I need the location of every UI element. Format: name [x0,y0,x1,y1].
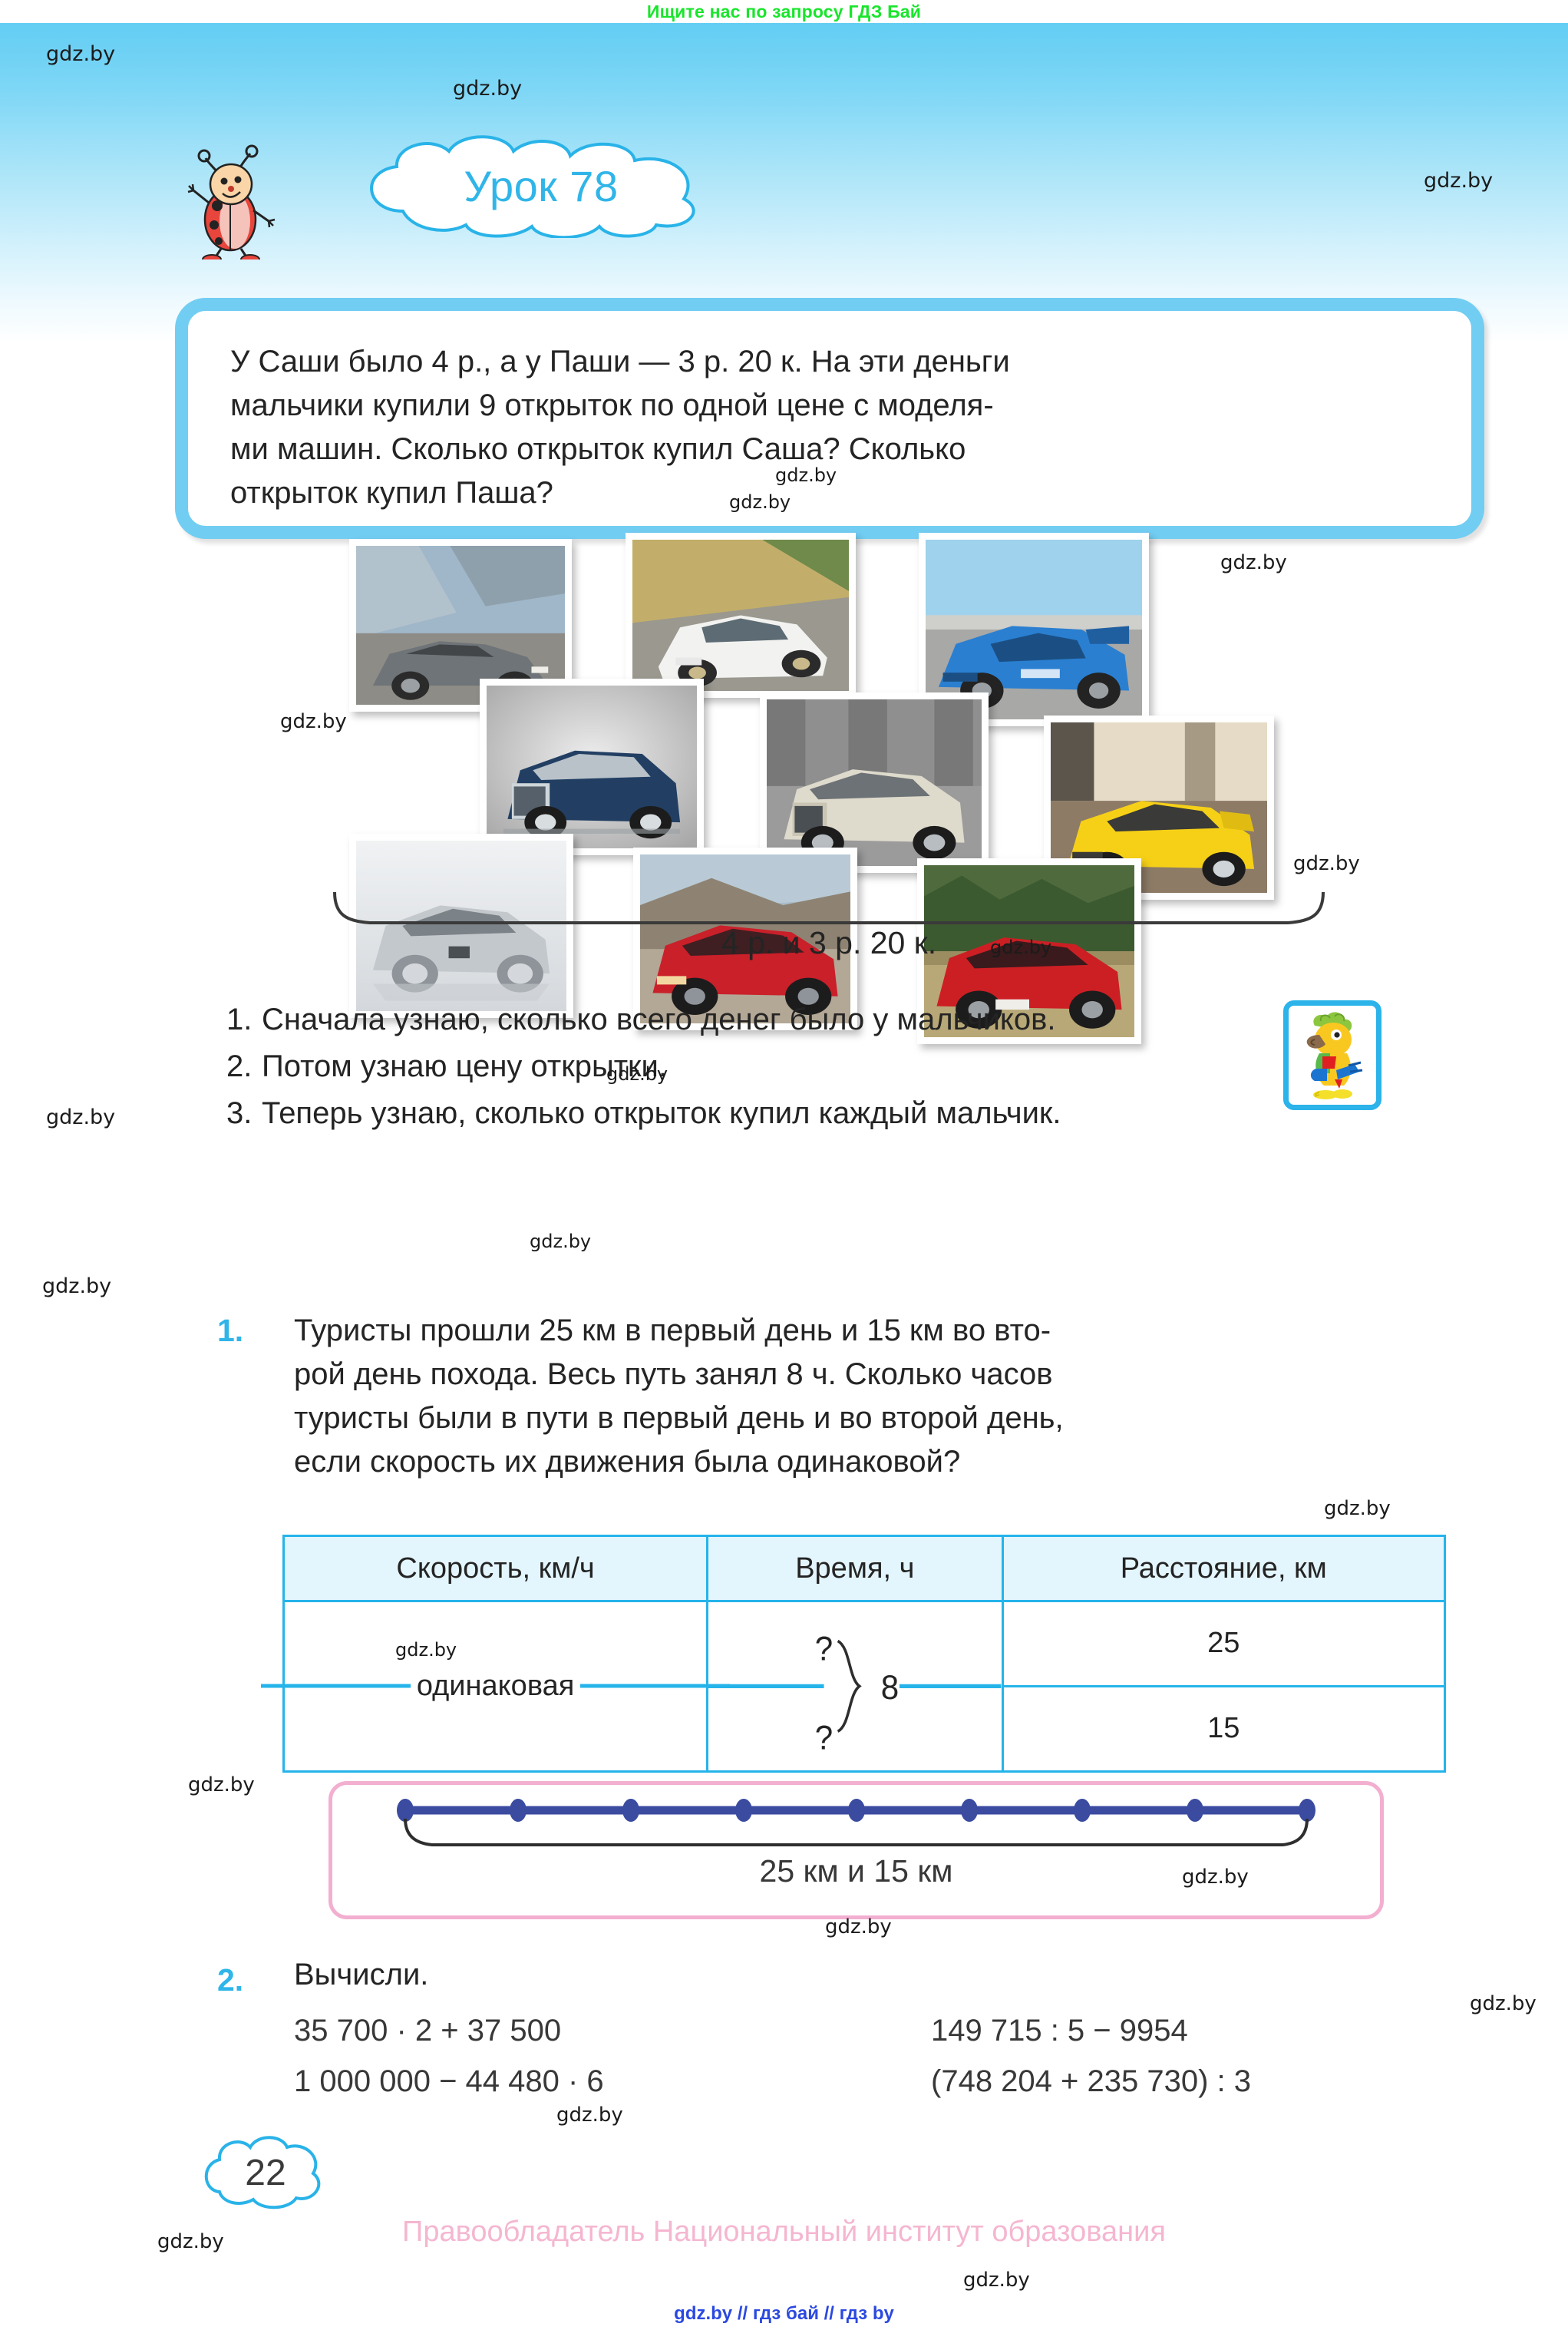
solution-step: 2. Потом узнаю цену открытки. [226,1045,1424,1089]
exercise-1-line-4: если скорость их движения была одинаково… [294,1445,961,1479]
table-time-unknown-1: ? [815,1631,833,1668]
solution-step: 3. Теперь узнаю, сколько открыток купил … [226,1092,1424,1135]
problem-panel-content: У Саши было 4 р., а у Паши — 3 р. 20 к. … [188,311,1445,515]
segment-schema-panel [328,1781,1384,1919]
table-row: 15 [284,1684,1447,1773]
table-cell-time-group: ? ? 8 [706,1600,1004,1773]
watermark: gdz.by [46,1106,116,1129]
postcard-card [349,834,573,1018]
exercise-1-number: 1. [217,1313,244,1348]
problem-panel [175,298,1484,539]
copyright-notice: Правообладатель Национальный институт об… [402,2216,1166,2248]
car-photo-cream-sport-sedan [767,699,982,866]
exercise-1-line-1: Туристы прошли 25 км в первый день и 15 … [294,1314,1051,1347]
solution-step-number: 1. [226,1003,253,1036]
solution-step-text: Теперь узнаю, сколько открыток купил каж… [262,1096,1061,1130]
table-cell-distance-2: 15 [1001,1684,1447,1773]
exercise-1-line-2: рой день похода. Весь путь занял 8 ч. Ск… [294,1357,1053,1391]
solution-step: 1. Сначала узнаю, сколько всего денег бы… [226,998,1424,1042]
watermark: gdz.by [280,710,347,733]
parrot-hint-box [1283,1000,1381,1110]
solution-step-text: Сначала узнаю, сколько всего денег было … [262,1003,1056,1036]
postcard-card [760,692,989,873]
parrot-icon [1306,1012,1363,1099]
page-number-text: 22 [245,2152,286,2193]
car-photo-navy-luxury-sedan [487,686,697,848]
car-photo-red-sport-suv [640,854,850,1023]
table-cell-speed-same: одинаковая [260,1600,731,1773]
expression-row: 35 700 · 2 + 37 500 149 715 : 5 − 9954 [294,2009,1476,2052]
segment-schema-diagram [397,1799,1315,1846]
watermark: gdz.by [188,1773,255,1796]
car-photo-white-roadster [632,540,849,691]
watermark: gdz.by [1470,1992,1537,2015]
problem-line-1: У Саши было 4 р., а у Паши — 3 р. 20 к. … [230,345,1010,378]
page-number-cloud [196,2130,335,2215]
postcards-with-car-models-collage [349,533,1309,1044]
table-cell-distance-1: 25 [1001,1600,1447,1687]
exercise-1-line-3: туристы были в пути в первый день и во в… [294,1401,1064,1435]
lesson-title-text: Урок 78 [464,162,619,210]
lesson-title-cloud: Урок 78 [349,134,733,240]
postcard-card [480,679,704,855]
exercise-1-text: Туристы прошли 25 км в первый день и 15 … [294,1309,1468,1484]
table-header-distance: Расстояние, км [1001,1535,1447,1602]
speed-connector-line-right [580,1684,731,1688]
sky-gradient-background [0,21,1568,344]
speed-time-distance-table: Скорость, км/ч Время, ч Расстояние, км о… [260,1535,1447,1773]
bottom-links: gdz.by // гдз бай // гдз by [674,2303,894,2324]
problem-line-2: мальчики купили 9 открыток по одной цене… [230,388,994,422]
postcard-card [633,848,857,1030]
top-promo-banner: Ищите нас по запросу ГДЗ Бай [0,0,1568,23]
watermark: gdz.by [42,1274,112,1298]
collage-brace [330,889,1328,931]
collage-amount-label: 4 р. и 3 р. 20 к. [721,925,937,960]
car-photo-silver-coupe [356,841,566,1011]
solution-step-number: 3. [226,1096,253,1130]
postcard-card [626,533,856,698]
speed-connector-line-left [260,1684,411,1688]
watermark: gdz.by [530,1231,592,1252]
car-photo-red-sport-wagon [924,865,1134,1037]
table-header-time: Время, ч [706,1535,1004,1602]
expression-left: 35 700 · 2 + 37 500 [294,2014,562,2048]
exercise-2-title: Вычисли. [294,1958,429,1991]
solution-step-number: 2. [226,1049,253,1083]
expression-right: (748 204 + 235 730) : 3 [931,2064,1251,2098]
table-cell-speed-value: одинаковая [416,1669,575,1702]
expression-right: 149 715 : 5 − 9954 [931,2014,1188,2048]
solution-step-text: Потом узнаю цену открытки. [262,1049,668,1083]
table-time-total: 8 [881,1669,899,1707]
table-time-unknown-2: ? [815,1720,833,1757]
expression-left: 1 000 000 − 44 480 · 6 [294,2064,604,2098]
watermark: gdz.by [963,2269,1030,2292]
problem-statement: У Саши было 4 р., а у Паши — 3 р. 20 к. … [188,311,1445,515]
exercise-2-number: 2. [217,1962,244,1998]
solution-steps-list: 1. Сначала узнаю, сколько всего денег бы… [226,998,1424,1139]
top-promo-banner-text: Ищите нас по запросу ГДЗ Бай [646,2,922,21]
table-row: одинаковая ? ? 8 25 [260,1600,1447,1773]
table-header-row: Скорость, км/ч Время, ч Расстояние, км [282,1535,1447,1602]
expression-row: 1 000 000 − 44 480 · 6 (748 204 + 235 73… [294,2060,1476,2103]
ladybug-mascot-icon [183,137,282,265]
watermark: gdz.by [1324,1497,1391,1520]
problem-line-4: открыток купил Паша? [230,476,553,510]
exercise-2-expressions: 35 700 · 2 + 37 500 149 715 : 5 − 9954 1… [294,2009,1476,2110]
postcard-card [917,858,1141,1044]
segment-schema-label: 25 км и 15 км [759,1853,953,1889]
table-header-speed: Скорость, км/ч [282,1535,709,1602]
problem-line-3: ми машин. Сколько открыток купил Саша? С… [230,432,966,466]
